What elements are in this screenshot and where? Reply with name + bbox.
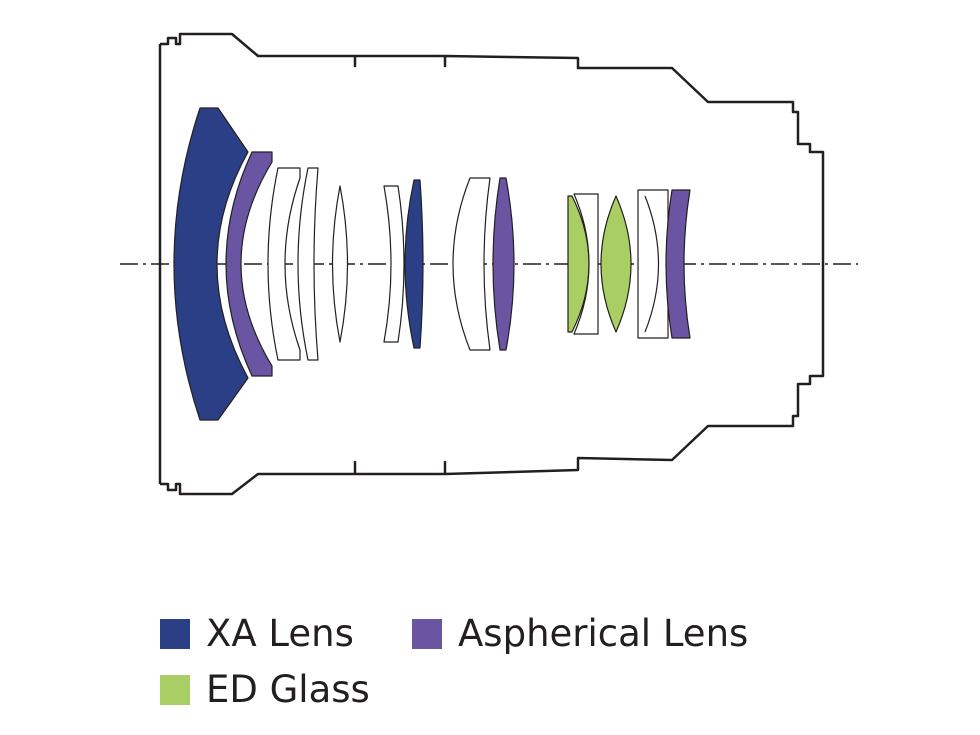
- aspherical-lens-swatch: [412, 618, 442, 649]
- legend-item-aspherical: Aspherical Lens: [412, 612, 748, 655]
- lens-element-14: [644, 195, 660, 333]
- barrel-bottom: [160, 264, 825, 496]
- lens-element-13: [637, 189, 669, 339]
- xa-lens-label: XA Lens: [206, 612, 354, 655]
- lens-elements: [173, 107, 691, 421]
- lens-element-4: [297, 167, 319, 361]
- aspherical-lens-element-2: [492, 177, 515, 351]
- legend-item-ed: ED Glass: [160, 668, 370, 711]
- aspherical-lens-label: Aspherical Lens: [458, 612, 749, 655]
- lens-element-11: [573, 193, 599, 335]
- xa-lens-element-1: [173, 107, 249, 421]
- aspherical-lens-element-1: [225, 151, 273, 377]
- lens-element-6: [383, 185, 405, 343]
- xa-lens-swatch: [160, 618, 190, 649]
- lens-element-5: [331, 185, 349, 343]
- lens-element-8: [452, 177, 491, 351]
- ed-glass-label: ED Glass: [206, 668, 370, 711]
- legend-item-xa: XA Lens: [160, 612, 354, 655]
- xa-lens-element-2: [404, 179, 424, 349]
- ed-glass-element-2: [600, 195, 632, 333]
- ed-glass-swatch: [160, 674, 190, 705]
- aspherical-lens-element-3: [665, 189, 691, 339]
- lens-element-3: [267, 167, 301, 361]
- barrel-top: [160, 32, 825, 264]
